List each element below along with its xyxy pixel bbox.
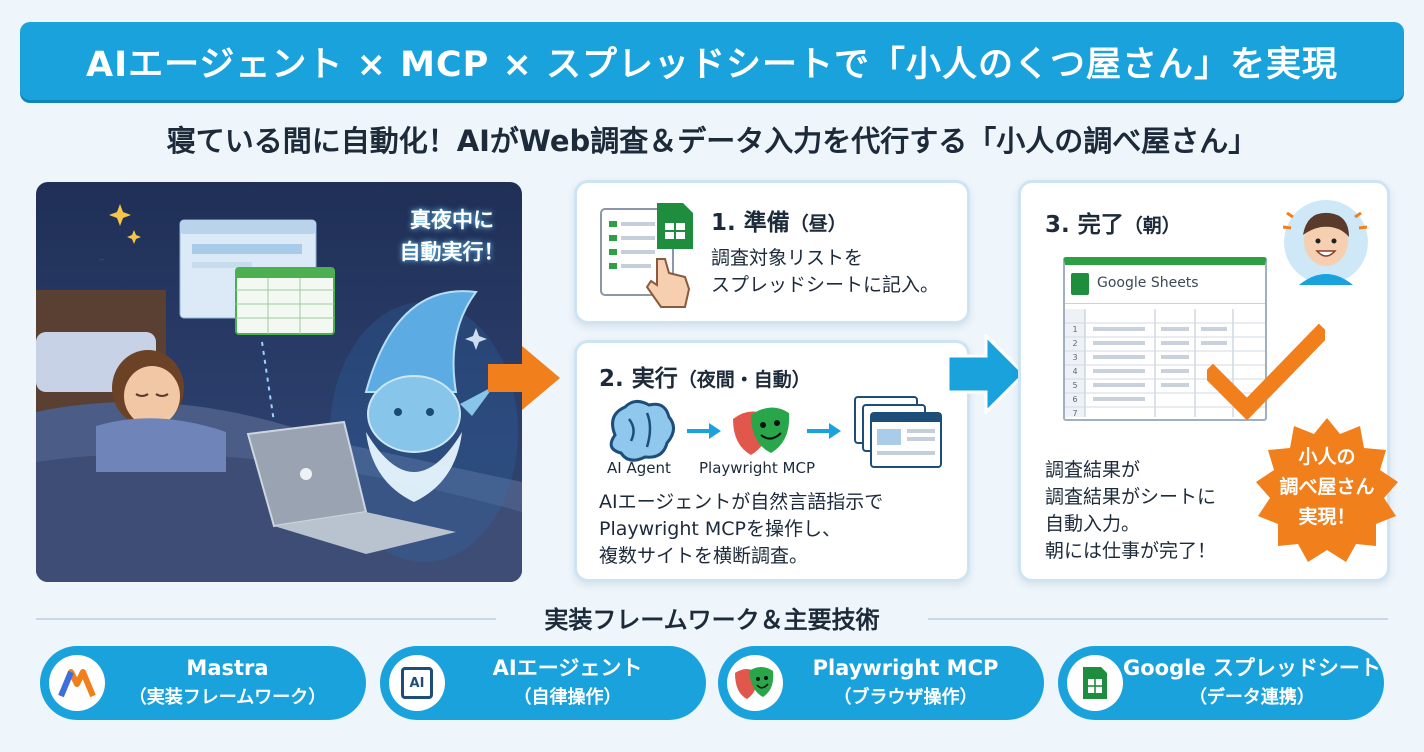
row-number: 6 xyxy=(1072,395,1078,404)
step-time-label: （夜間・自動） xyxy=(677,369,811,391)
divider-right xyxy=(928,618,1388,620)
step-number-title: 1. 準備 xyxy=(711,210,790,236)
tech-name: Playwright MCP xyxy=(812,656,999,680)
step-description: 調査結果が 調査結果がシートに 自動入力。 朝には仕事が完了！ xyxy=(1045,457,1216,565)
tech-name: Mastra xyxy=(186,656,269,680)
badge-line: 小人の xyxy=(1298,446,1356,468)
tech-role: （自律操作） xyxy=(513,687,622,708)
tech-pill-text: AIエージェント （自律操作） xyxy=(445,654,706,712)
subtitle: 寝ている間に自動化！AIがWeb調査＆データ入力を代行する「小人の調べ屋さん」 xyxy=(166,124,1258,158)
step-description-line: 朝には仕事が完了！ xyxy=(1045,540,1217,562)
tech-pill-text: Google スプレッドシート （データ連携） xyxy=(1123,654,1397,712)
tech-role: （データ連携） xyxy=(1188,687,1315,708)
night-caption-line: 真夜中に xyxy=(410,208,494,232)
row-number: 4 xyxy=(1072,367,1078,376)
starburst-icon xyxy=(1256,418,1398,562)
google-sheets-window: Google Sheets 1 xyxy=(1063,257,1267,421)
badge-line: 実現！ xyxy=(1298,506,1356,528)
step-time-label: （昼） xyxy=(789,213,847,235)
row-number: 7 xyxy=(1072,409,1078,418)
step-description-line: Playwright MCPを操作し、 xyxy=(599,518,841,540)
mastra-logo-icon xyxy=(49,655,105,711)
playwright-masks-icon xyxy=(727,655,783,711)
header-title: AIエージェント × MCP × スプレッドシートで「小人のくつ屋さん」を実現 xyxy=(86,44,1338,85)
achievement-badge: 小人の 調べ屋さん 実現！ xyxy=(1252,414,1402,564)
step-prepare-card: 1. 準備（昼） 調査対象リストを スプレッドシートに記入。 xyxy=(574,180,970,324)
execution-flow-diagram xyxy=(609,396,942,468)
arrow-right-icon xyxy=(807,423,841,439)
badge-line: 調べ屋さん xyxy=(1279,476,1375,498)
ai-chip-icon: AI xyxy=(389,655,445,711)
step-time-label: （朝） xyxy=(1123,215,1181,237)
step-description-line: スプレッドシートに記入。 xyxy=(711,274,940,296)
tech-pill-mastra: Mastra （実装フレームワーク） xyxy=(40,646,366,720)
row-number: 3 xyxy=(1072,353,1078,362)
tech-pill-text: Playwright MCP （ブラウザ操作） xyxy=(783,654,1044,712)
sleeping-person-icon xyxy=(96,350,226,472)
step-description: AIエージェントが自然言語指示で Playwright MCPを操作し、 複数サ… xyxy=(599,489,883,570)
arrow-right-icon xyxy=(687,423,721,439)
spreadsheet-window-icon xyxy=(235,267,335,335)
row-numbers: 1 2 3 4 5 6 7 xyxy=(1065,323,1085,421)
step-title: 1. 準備（昼） xyxy=(711,203,847,237)
divider-left xyxy=(36,618,496,620)
tech-name: Google スプレッドシート xyxy=(1123,656,1381,680)
tech-pill-text: Mastra （実装フレームワーク） xyxy=(105,654,366,712)
row-number: 5 xyxy=(1072,381,1078,390)
tech-role: （ブラウザ操作） xyxy=(833,687,978,708)
star-icon xyxy=(127,230,141,244)
star-icon xyxy=(109,204,131,226)
ai-agent-label: AI Agent xyxy=(607,459,671,477)
blue-arrow-icon xyxy=(946,334,1026,414)
night-scene-illustration: 真夜中に 自動実行！ xyxy=(36,182,522,582)
tech-pill-ai-agent: AI AIエージェント （自律操作） xyxy=(380,646,706,720)
step-description-line: 調査結果が xyxy=(1045,459,1141,481)
step-execute-card: 2. 実行（夜間・自動） AI Agent Playwright MCP AIエ… xyxy=(574,340,970,582)
orange-arrow-icon xyxy=(488,346,560,410)
header-banner: AIエージェント × MCP × スプレッドシートで「小人のくつ屋さん」を実現 xyxy=(20,22,1404,100)
laptop-icon xyxy=(246,420,456,554)
tech-name: AIエージェント xyxy=(492,656,643,680)
tech-pill-playwright: Playwright MCP （ブラウザ操作） xyxy=(718,646,1044,720)
step-title: 3. 完了（朝） xyxy=(1045,205,1181,239)
playwright-masks-icon xyxy=(733,407,790,455)
sheet-title: Google Sheets xyxy=(1097,275,1199,291)
step-description-line: 調査対象リストを xyxy=(711,247,864,269)
step-description-line: 調査結果がシートに xyxy=(1045,486,1217,508)
playwright-mcp-label: Playwright MCP xyxy=(699,459,816,477)
star-icon xyxy=(465,328,487,350)
ai-chip-label: AI xyxy=(401,667,433,699)
step-description-line: AIエージェントが自然言語指示で xyxy=(599,491,884,513)
moon-icon xyxy=(71,212,112,261)
tech-pill-google-sheets: Google スプレッドシート （データ連携） xyxy=(1058,646,1384,720)
sheet-grid xyxy=(1065,309,1265,417)
night-caption-line: 自動実行！ xyxy=(399,240,505,264)
gnome-wizard-icon xyxy=(330,290,518,562)
step-description-line: 複数サイトを横断調査。 xyxy=(599,545,809,567)
step-number-title: 3. 完了 xyxy=(1045,212,1124,238)
google-sheets-icon xyxy=(1067,655,1123,711)
step-number-title: 2. 実行 xyxy=(599,366,678,392)
framework-title: 実装フレームワーク＆主要技術 xyxy=(544,606,880,634)
badge-text: 小人の 調べ屋さん 実現！ xyxy=(1252,442,1402,532)
night-caption: 真夜中に 自動実行！ xyxy=(392,204,512,268)
spreadsheet-tap-icon xyxy=(600,203,693,308)
checkmark-icon xyxy=(1207,323,1325,421)
browser-windows-icon xyxy=(854,396,942,468)
tech-role: （実装フレームワーク） xyxy=(128,687,327,708)
row-number: 1 xyxy=(1072,325,1078,334)
google-sheets-icon xyxy=(1071,273,1089,295)
brain-icon xyxy=(609,400,675,462)
happy-person-avatar xyxy=(1282,200,1368,285)
row-number: 2 xyxy=(1072,339,1078,348)
step-description-line: 自動入力。 xyxy=(1045,513,1141,535)
step-description: 調査対象リストを スプレッドシートに記入。 xyxy=(711,245,939,299)
step-title: 2. 実行（夜間・自動） xyxy=(599,359,811,393)
